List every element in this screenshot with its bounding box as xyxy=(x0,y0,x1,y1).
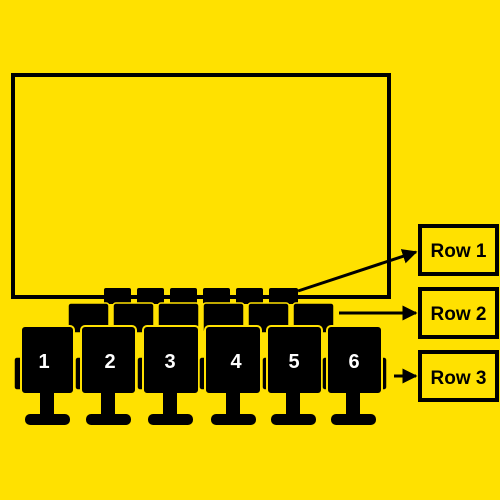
seat-number: 2 xyxy=(104,351,115,373)
front-seat-1: 1 xyxy=(13,325,80,425)
svg-text:Row 2: Row 2 xyxy=(431,304,487,325)
front-seat-3: 3 xyxy=(136,325,204,425)
seat xyxy=(269,288,298,304)
seat xyxy=(137,288,164,304)
svg-text:Row 3: Row 3 xyxy=(431,368,487,389)
seat-number: 6 xyxy=(348,351,359,373)
arrow-right-icon xyxy=(297,249,418,293)
seat xyxy=(104,288,131,304)
front-seat-4: 4 xyxy=(198,325,267,425)
front-seat-6: 6 xyxy=(321,325,388,425)
front-seat-5: 5 xyxy=(261,325,327,425)
seat-number: 5 xyxy=(288,351,299,373)
row-2-label: Row 2 xyxy=(418,287,499,339)
svg-text:Row 1: Row 1 xyxy=(431,241,487,262)
front-seat-2: 2 xyxy=(74,325,142,425)
cinema-screen xyxy=(11,73,391,299)
row-1-label: Row 1 xyxy=(418,224,499,276)
seat-row-3: 1 2 3 4 xyxy=(13,325,388,425)
row-3-label: Row 3 xyxy=(418,350,499,402)
seat-number: 3 xyxy=(164,351,175,373)
seat xyxy=(236,288,263,304)
seat-number: 4 xyxy=(230,351,242,373)
seat-number: 1 xyxy=(38,351,49,373)
seat xyxy=(170,288,197,304)
seat xyxy=(203,288,230,304)
seat-row-1 xyxy=(104,288,298,304)
